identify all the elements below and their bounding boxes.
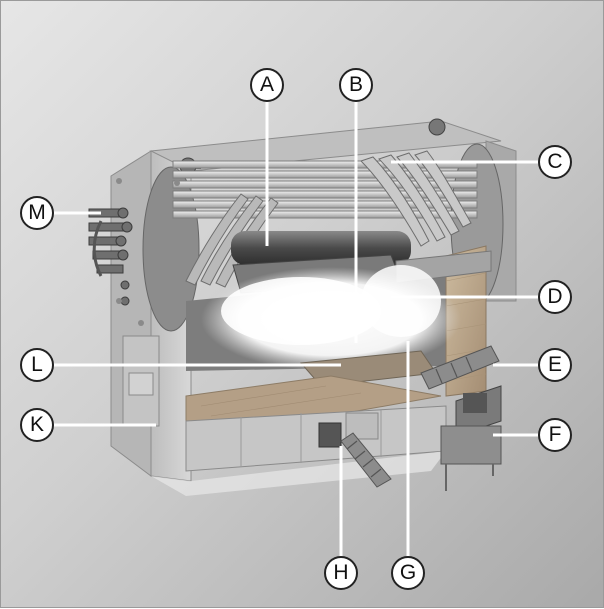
callout-label: A (259, 73, 274, 96)
callout-label: E (547, 353, 562, 376)
callout-b: B (339, 68, 373, 102)
callout-g: G (391, 556, 425, 590)
callout-label: M (28, 201, 46, 224)
callout-m: M (20, 196, 54, 230)
callout-label: H (333, 561, 349, 584)
callout-c: C (538, 145, 572, 179)
callout-a: A (250, 68, 284, 102)
callout-label: G (399, 561, 417, 584)
callout-e: E (538, 348, 572, 382)
callout-label: F (548, 423, 562, 446)
front-fittings (88, 207, 133, 306)
ash-screw (340, 432, 392, 488)
callout-label: L (31, 353, 43, 376)
callout-d: D (538, 280, 572, 314)
tube-bank (142, 143, 504, 332)
callout-label: C (547, 150, 563, 173)
callout-label: B (348, 73, 363, 96)
callout-label: D (547, 285, 563, 308)
combustion-chamber (185, 245, 492, 422)
callout-k: K (20, 408, 54, 442)
callout-h: H (324, 556, 358, 590)
callout-l: L (20, 348, 54, 382)
callout-label: K (29, 413, 44, 436)
fuel-feed-unit (420, 345, 502, 491)
leader-lines (54, 102, 538, 556)
callout-f: F (538, 418, 572, 452)
